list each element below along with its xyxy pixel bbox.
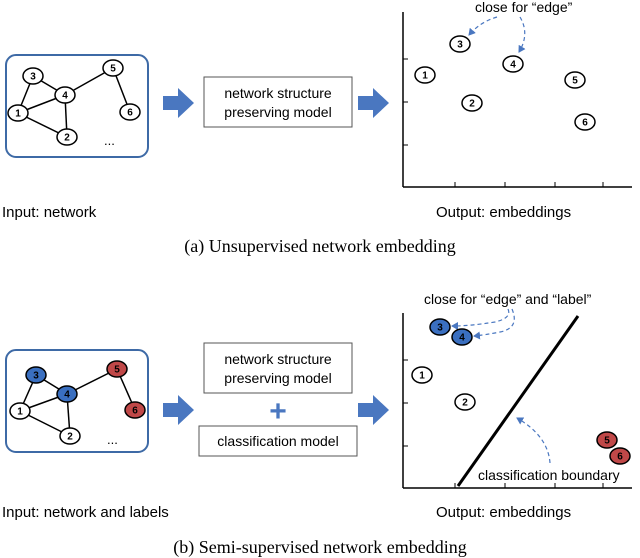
svg-text:1: 1: [17, 407, 23, 418]
svg-text:6: 6: [617, 452, 623, 463]
network-node-b-6: 6: [124, 401, 146, 419]
embedding-node-a-6: 6: [574, 113, 596, 131]
svg-text:4: 4: [459, 333, 465, 344]
model-line2-a: preserving model: [224, 104, 331, 120]
panel-a: 1 2 3 4 5 6 ... network structure preser…: [2, 0, 632, 257]
svg-text:4: 4: [62, 91, 68, 102]
close-dashed-arrow-b-1: [451, 308, 510, 330]
model-line2-b: preserving model: [224, 370, 331, 386]
svg-text:1: 1: [15, 109, 21, 120]
svg-text:2: 2: [64, 133, 70, 144]
svg-text:3: 3: [33, 371, 39, 382]
panel-b: 1 2 3 4 5 6 ... network structure preser…: [2, 291, 632, 558]
caption-b: (b) Semi-supervised network embedding: [173, 537, 466, 558]
network-node-a-1: 1: [7, 104, 29, 122]
classification-model-box: [198, 425, 358, 457]
embedding-node-b-1: 1: [411, 366, 433, 384]
network-node-b-2: 2: [59, 427, 81, 445]
network-node-a-6: 6: [119, 103, 141, 121]
plus-sign: +: [269, 395, 287, 428]
svg-text:5: 5: [114, 365, 120, 376]
model-box-a: [203, 76, 353, 128]
network-node-b-4: 4: [56, 385, 78, 403]
svg-text:6: 6: [132, 406, 138, 417]
output-label-b: Output: embeddings: [436, 504, 571, 521]
boundary-label: classification boundary: [478, 467, 620, 483]
close-dashed-arrow-b-2: [473, 308, 515, 340]
close-label-b: close for “edge” and “label”: [424, 291, 592, 307]
output-label-a: Output: embeddings: [436, 204, 571, 221]
flow-arrow-b-2: [358, 395, 389, 425]
network-node-a-2: 2: [56, 128, 78, 146]
embedding-node-a-2: 2: [461, 94, 483, 112]
ellipsis-a: ...: [104, 133, 115, 148]
flow-arrow-a-2: [358, 88, 389, 118]
embedding-axes-a: [402, 12, 632, 188]
svg-text:4: 4: [64, 390, 70, 401]
axis-ticks-b: [403, 359, 604, 488]
close-label-a: close for “edge”: [475, 0, 573, 15]
network-node-b-1: 1: [9, 402, 31, 420]
embedding-node-b-2: 2: [454, 393, 476, 411]
classification-model-label: classification model: [217, 433, 338, 449]
svg-text:5: 5: [572, 76, 578, 87]
embedding-node-a-1: 1: [414, 66, 436, 84]
embedding-node-a-5: 5: [564, 71, 586, 89]
flow-arrow-a-1: [163, 88, 194, 118]
embedding-node-b-3: 3: [429, 318, 451, 336]
svg-text:5: 5: [604, 436, 610, 447]
svg-text:3: 3: [30, 72, 36, 83]
flow-arrow-b-1: [163, 395, 194, 425]
svg-text:4: 4: [510, 60, 516, 71]
embedding-node-b-6: 6: [609, 447, 631, 465]
svg-text:5: 5: [110, 64, 116, 75]
model-box-b: [203, 342, 353, 394]
input-label-b: Input: network and labels: [2, 504, 169, 521]
svg-text:6: 6: [127, 108, 133, 119]
network-node-b-5: 5: [106, 360, 128, 378]
network-node-a-3: 3: [22, 67, 44, 85]
embedding-node-a-4: 4: [502, 55, 524, 73]
svg-text:2: 2: [469, 99, 475, 110]
ellipsis-b: ...: [107, 432, 118, 447]
model-line1-a: network structure: [224, 85, 332, 101]
boundary-dashed-arrow: [516, 417, 551, 464]
embedding-node-b-4: 4: [451, 328, 473, 346]
network-node-a-4: 4: [54, 86, 76, 104]
caption-a: (a) Unsupervised network embedding: [184, 236, 455, 257]
embedding-node-a-3: 3: [449, 35, 471, 53]
svg-text:2: 2: [462, 398, 468, 409]
network-node-b-3: 3: [25, 366, 47, 384]
close-dashed-arrow-a-2: [518, 16, 526, 53]
svg-text:1: 1: [422, 71, 428, 82]
network-node-a-5: 5: [102, 59, 124, 77]
svg-text:3: 3: [457, 40, 463, 51]
input-label-a: Input: network: [2, 204, 97, 221]
embedding-axes-b: [402, 313, 632, 489]
embedding-node-b-5: 5: [596, 431, 618, 449]
classification-boundary-line: [456, 315, 580, 487]
svg-text:1: 1: [419, 371, 425, 382]
axis-ticks-a: [403, 58, 604, 187]
svg-text:3: 3: [437, 323, 443, 334]
close-dashed-arrow-a-1: [468, 16, 498, 36]
svg-text:2: 2: [67, 432, 73, 443]
model-line1-b: network structure: [224, 351, 332, 367]
svg-text:6: 6: [582, 118, 588, 129]
